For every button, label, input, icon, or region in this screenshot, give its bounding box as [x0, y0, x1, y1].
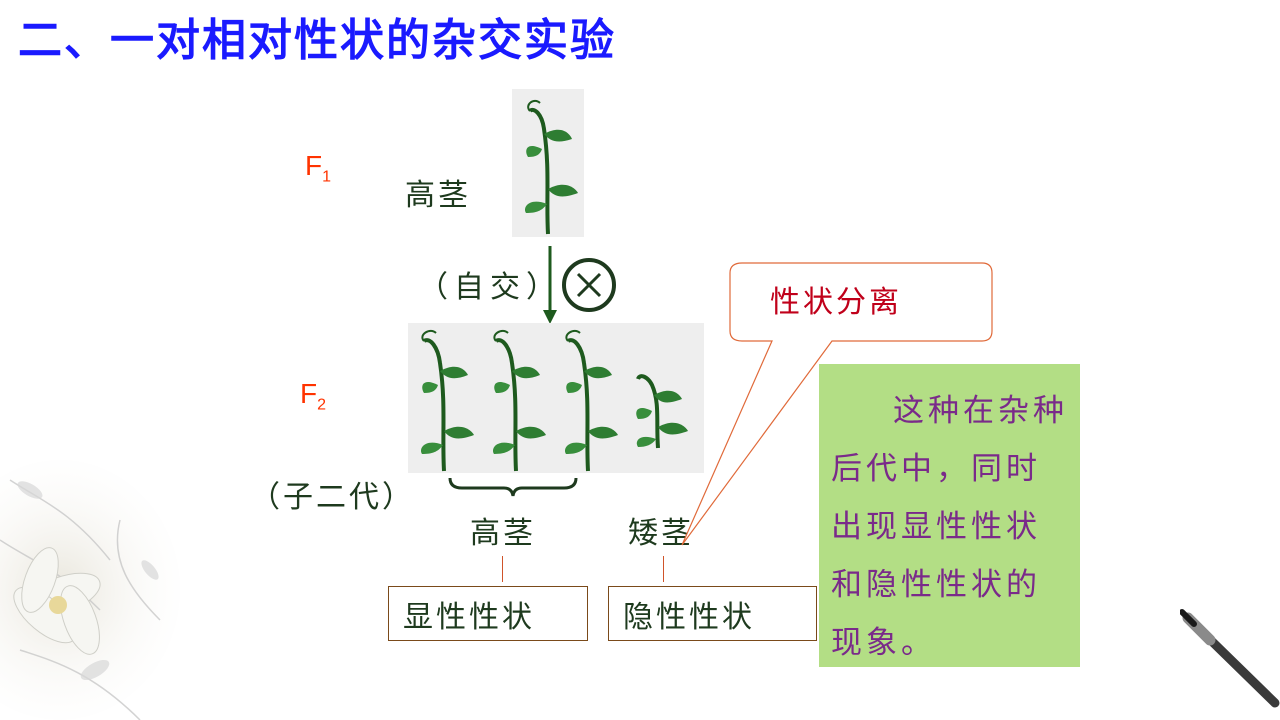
offspring-dwarf-label: 矮茎	[628, 516, 694, 551]
f2-plants-icon	[420, 328, 688, 473]
f1-plant-image	[512, 89, 584, 237]
explanation-text: 这种在杂种后代中，同时出现显性性状和隐性性状的现象。	[831, 393, 1068, 661]
brush-decoration-icon	[1180, 609, 1280, 708]
self-cross-symbol	[562, 258, 616, 312]
self-cross-arrow-icon	[543, 246, 557, 324]
connector-line	[663, 556, 664, 582]
callout-bubble	[681, 262, 993, 546]
callout-text: 性状分离	[770, 285, 902, 320]
dominant-trait-box: 显性性状	[388, 586, 588, 641]
f1-label: F1	[305, 150, 332, 186]
f2-plants-image	[408, 323, 704, 473]
f2-generation-label: （子二代）	[250, 480, 415, 515]
recessive-trait-box: 隐性性状	[608, 586, 817, 641]
page-title: 二、一对相对性状的杂交实验	[18, 15, 616, 66]
f2-label: F2	[300, 378, 327, 414]
connector-line	[502, 556, 503, 582]
tall-plant-icon	[524, 99, 578, 235]
explanation-box: 这种在杂种后代中，同时出现显性性状和隐性性状的现象。	[819, 364, 1080, 667]
brace-icon	[448, 477, 578, 497]
flower-decoration-icon	[0, 460, 180, 720]
self-cross-label: （自交）	[418, 270, 562, 305]
offspring-tall-label: 高茎	[470, 516, 536, 551]
cross-mark-icon	[576, 272, 602, 298]
f1-tall-label: 高茎	[405, 178, 471, 213]
